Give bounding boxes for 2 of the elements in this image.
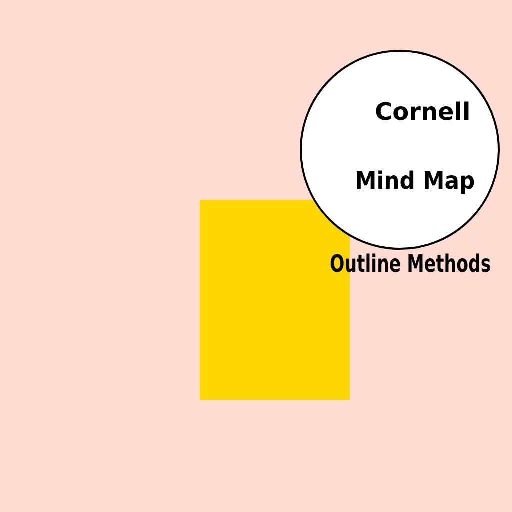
circle-label: Mind Map: [355, 169, 476, 193]
circle-label: Cornell: [375, 100, 471, 124]
